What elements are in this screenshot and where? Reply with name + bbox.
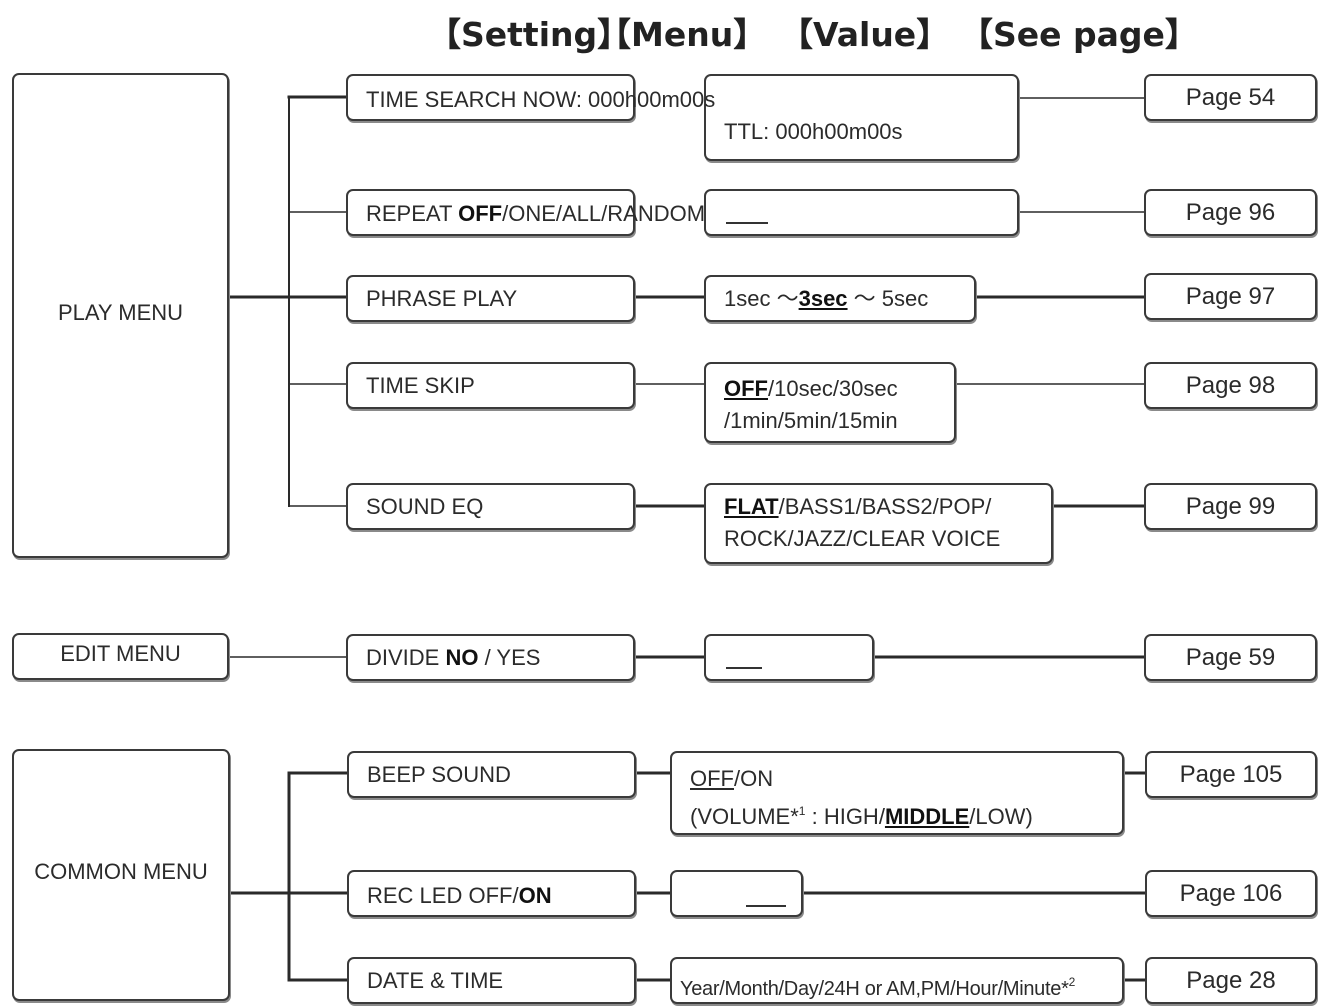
footnote-1-marker: 1: [798, 804, 806, 818]
page-ref-phrase-play-label: Page 97: [1185, 282, 1276, 310]
menu-divide-prefix: DIVIDE: [366, 645, 446, 670]
page-ref-repeat: Page 96: [1144, 189, 1317, 236]
edit-menu-label: EDIT MENU: [60, 640, 181, 666]
value-sound-eq-line1: /BASS1/BASS2/POP/: [778, 494, 992, 519]
value-beep-volume-high: : HIGH/: [805, 804, 885, 829]
page-ref-divide-label: Page 59: [1185, 643, 1276, 671]
page-ref-beep-sound: Page 105: [1145, 751, 1317, 798]
menu-repeat-box: [346, 189, 635, 236]
value-beep-line1: /ON: [734, 766, 774, 791]
menu-divide-default: NO: [445, 645, 479, 670]
value-phrase-max: ～ 5sec: [847, 286, 929, 311]
menu-sound-eq-box: SOUND EQ: [346, 483, 635, 530]
value-divide-blank: [726, 667, 762, 669]
page-ref-rec-led: Page 106: [1145, 870, 1317, 917]
value-beep-volume-default: MIDDLE: [884, 804, 970, 829]
value-beep-sound-box: OFF/ON (VOLUME*1 : HIGH/MIDDLE/LOW): [670, 751, 1124, 835]
value-date-time-label: Year/Month/Day/24H or AM,PM/Hour/Minute*: [680, 978, 1069, 1000]
header-menu: 【Menu】: [598, 15, 767, 54]
menu-date-time-label: DATE & TIME: [367, 968, 504, 993]
menu-repeat-default: OFF: [458, 201, 503, 226]
value-phrase-default: 3sec: [798, 286, 848, 311]
menu-time-skip-box: TIME SKIP: [346, 362, 635, 409]
page-ref-divide: Page 59: [1144, 634, 1317, 681]
page-ref-repeat-label: Page 96: [1185, 198, 1276, 226]
value-phrase-min: 1sec ～: [724, 286, 799, 311]
page-ref-time-search-label: Page 54: [1185, 83, 1276, 111]
play-menu-box: PLAY MENU: [12, 73, 229, 558]
menu-divide-options: / YES: [478, 645, 541, 670]
menu-repeat-options: /ONE/ALL/RANDOM: [502, 201, 706, 226]
page-ref-time-skip: Page 98: [1144, 362, 1317, 409]
page-ref-time-search: Page 54: [1144, 74, 1317, 121]
header-value: 【Value】: [780, 15, 950, 54]
menu-rec-led-default: ON: [518, 883, 552, 908]
value-sound-eq-default: FLAT: [724, 494, 779, 519]
value-time-skip-line2: /1min/5min/15min: [724, 408, 898, 433]
menu-time-skip-label: TIME SKIP: [366, 373, 475, 398]
page-ref-time-skip-label: Page 98: [1185, 371, 1276, 399]
menu-time-search-label: TIME SEARCH NOW: 000h00m00s: [366, 87, 716, 112]
menu-beep-sound-box: BEEP SOUND: [347, 751, 636, 798]
page-ref-date-time: Page 28: [1145, 957, 1317, 1004]
menu-time-search-box: [346, 74, 635, 121]
value-date-time-box: Year/Month/Day/24H or AM,PM/Hour/Minute*…: [670, 957, 1124, 1004]
menu-sound-eq-label: SOUND EQ: [366, 494, 484, 519]
value-rec-led-blank: [746, 905, 786, 907]
page-ref-rec-led-label: Page 106: [1179, 879, 1283, 907]
menu-phrase-play-label: PHRASE PLAY: [366, 286, 518, 311]
header-see-page: 【See page】: [960, 15, 1198, 54]
value-time-skip-box: OFF/10sec/30sec /1min/5min/15min: [704, 362, 956, 443]
value-beep-volume-low: /LOW): [969, 804, 1033, 829]
common-menu-label: COMMON MENU: [34, 859, 208, 884]
play-menu-label: PLAY MENU: [57, 299, 184, 325]
edit-menu-box: EDIT MENU: [12, 633, 229, 680]
page-ref-beep-sound-label: Page 105: [1179, 760, 1283, 788]
menu-phrase-play-box: PHRASE PLAY: [346, 275, 635, 322]
menu-divide-box: DIVIDE NO / YES: [346, 634, 635, 681]
page-ref-phrase-play: Page 97: [1144, 273, 1317, 320]
value-rec-led-box: [670, 870, 803, 917]
value-beep-volume-prefix: (VOLUME*: [690, 804, 799, 829]
menu-beep-sound-label: BEEP SOUND: [367, 762, 511, 787]
value-repeat-blank: [726, 222, 768, 224]
page-ref-sound-eq: Page 99: [1144, 483, 1317, 530]
common-menu-box: COMMON MENU: [12, 749, 230, 1001]
value-time-search-ttl: TTL: 000h00m00s: [724, 119, 903, 144]
value-phrase-play-box: 1sec ～3sec ～ 5sec: [704, 275, 976, 322]
value-sound-eq-line2: ROCK/JAZZ/CLEAR VOICE: [724, 526, 1001, 551]
value-time-skip-default: OFF: [724, 376, 768, 401]
value-beep-default: OFF: [690, 766, 734, 791]
value-divide-box: [704, 634, 874, 681]
page-ref-date-time-label: Page 28: [1186, 966, 1276, 994]
menu-rec-led-box: REC LED OFF/ON: [347, 870, 636, 917]
menu-date-time-box: DATE & TIME: [347, 957, 636, 1004]
menu-rec-led-prefix: REC LED OFF/: [367, 883, 519, 908]
value-sound-eq-box: FLAT/BASS1/BASS2/POP/ ROCK/JAZZ/CLEAR VO…: [704, 483, 1053, 564]
header-setting: 【Setting】: [428, 15, 631, 54]
value-time-search-box: TTL: 000h00m00s: [704, 74, 1019, 161]
menu-repeat-label: REPEAT OFF/ONE/ALL/RANDOM: [366, 202, 705, 226]
page-ref-sound-eq-label: Page 99: [1185, 492, 1276, 520]
menu-repeat-prefix: REPEAT: [366, 201, 459, 226]
value-repeat-box: [704, 189, 1019, 236]
value-time-skip-line1: /10sec/30sec: [768, 376, 898, 401]
footnote-2-marker: 2: [1068, 975, 1076, 989]
